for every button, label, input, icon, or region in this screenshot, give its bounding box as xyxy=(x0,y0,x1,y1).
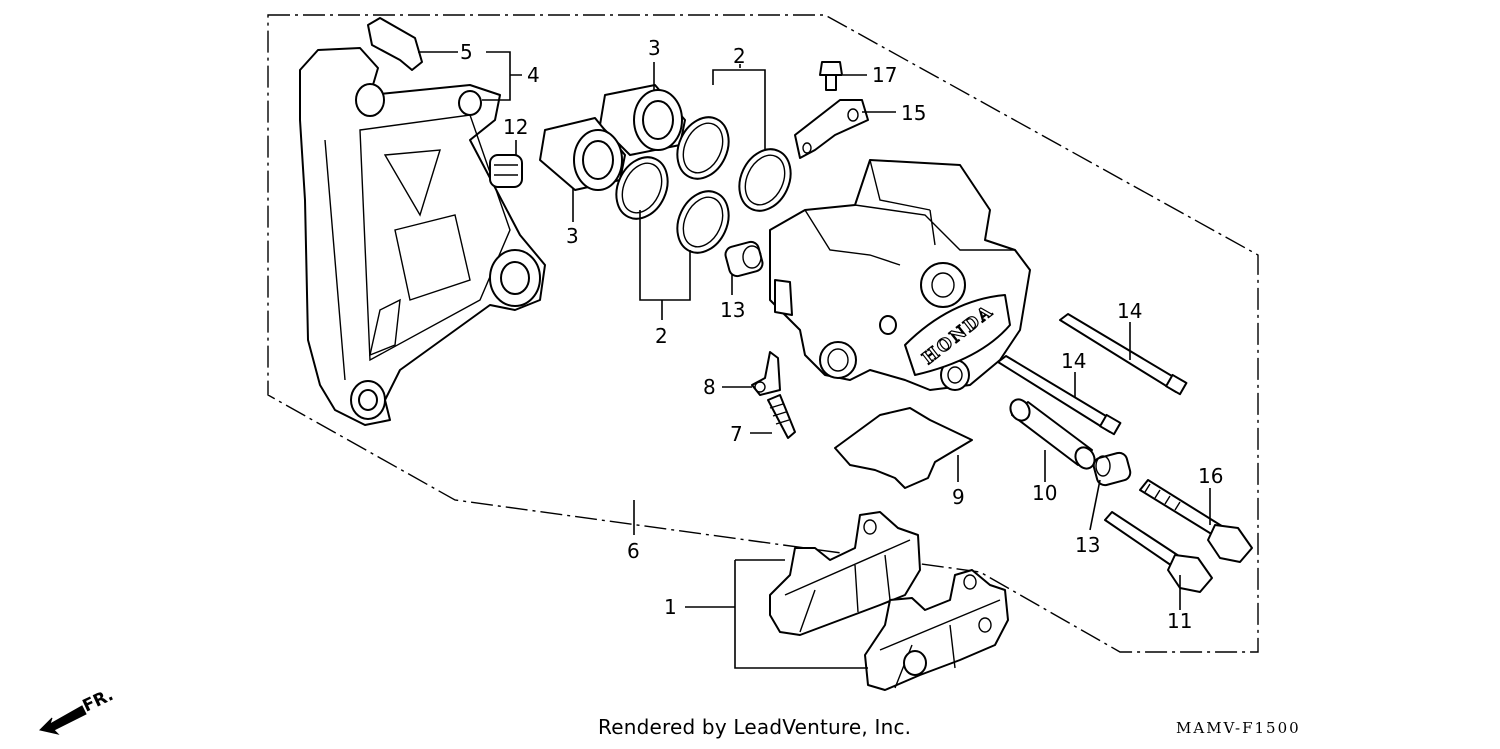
diagram-code: MAMV-F1500 xyxy=(1176,719,1301,737)
piston-seal-set[interactable] xyxy=(607,109,801,261)
callout-8: 8 xyxy=(703,375,716,399)
pad-retainer-clip[interactable] xyxy=(367,17,423,71)
callout-5: 5 xyxy=(460,40,473,64)
front-label: FR. xyxy=(80,685,117,716)
callout-15: 15 xyxy=(901,101,926,125)
callout-6: 6 xyxy=(627,539,640,563)
callout-13-lower: 13 xyxy=(1075,533,1100,557)
assembly-boundary xyxy=(267,14,1259,653)
render-credit: Rendered by LeadVenture, Inc. xyxy=(598,715,912,739)
pad-pin-lower[interactable] xyxy=(997,355,1122,436)
callout-3-bottom: 3 xyxy=(566,224,579,248)
bleeder-valve[interactable] xyxy=(767,394,796,439)
brake-pad-front[interactable] xyxy=(769,511,921,636)
caliper-bolt[interactable] xyxy=(1139,479,1253,563)
callout-14-upper: 14 xyxy=(1117,299,1142,323)
pin-sleeve[interactable] xyxy=(1007,396,1099,472)
callout-3-top: 3 xyxy=(648,36,661,60)
callout-16: 16 xyxy=(1198,464,1223,488)
pad-pin-upper[interactable] xyxy=(1059,313,1188,396)
caliper-body[interactable]: HONDA xyxy=(769,159,1031,391)
callout-17: 17 xyxy=(872,63,897,87)
brake-pad-rear[interactable] xyxy=(864,569,1009,691)
caliper-bracket[interactable] xyxy=(299,47,546,426)
callout-11: 11 xyxy=(1167,609,1192,633)
callout-14-lower: 14 xyxy=(1061,349,1086,373)
callout-2-top: 2 xyxy=(733,44,746,68)
callout-9: 9 xyxy=(952,485,965,509)
callout-13-upper: 13 xyxy=(720,298,745,322)
front-arrow-icon xyxy=(39,705,87,735)
hose-guide-plate[interactable] xyxy=(794,99,869,159)
pin-boot-lower[interactable] xyxy=(1092,451,1132,487)
callout-10: 10 xyxy=(1032,481,1057,505)
mounting-bolt[interactable] xyxy=(819,61,843,91)
callout-4: 4 xyxy=(527,63,540,87)
pad-spring[interactable] xyxy=(834,407,973,489)
caliper-pin-bolt[interactable] xyxy=(1104,511,1213,593)
callout-7: 7 xyxy=(730,422,743,446)
pin-boot-upper[interactable] xyxy=(724,240,765,278)
callout-2-bottom: 2 xyxy=(655,324,668,348)
leader-lines xyxy=(418,51,1211,669)
piston-upper[interactable] xyxy=(599,84,686,156)
callout-1: 1 xyxy=(664,595,677,619)
callout-labels: 1 2 2 3 3 4 5 6 7 8 9 10 11 12 13 13 14 … xyxy=(460,36,1223,633)
bleeder-cap[interactable] xyxy=(751,351,781,396)
bracket-pin-boot[interactable] xyxy=(489,154,523,188)
callout-12: 12 xyxy=(503,115,528,139)
front-direction-indicator: FR. xyxy=(39,685,117,735)
